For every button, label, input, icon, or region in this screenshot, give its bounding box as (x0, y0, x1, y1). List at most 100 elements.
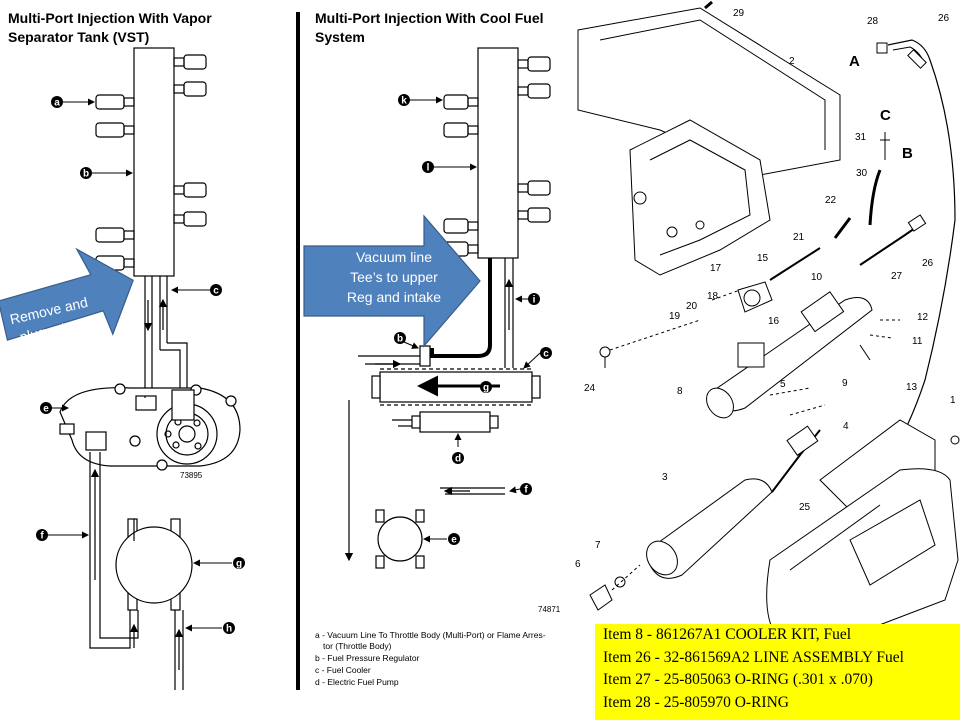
cool-figure-number: 74871 (538, 605, 561, 614)
svg-text:C: C (880, 107, 891, 124)
svg-text:8: 8 (677, 386, 683, 397)
cool-callout-c: c (540, 347, 552, 360)
vst-callout-a: a (51, 96, 63, 109)
vst-callouts (48, 98, 232, 632)
svg-text:tor (Throttle Body): tor (Throttle Body) (323, 641, 392, 651)
vst-title-line1: Multi-Port Injection With Vapor (8, 10, 212, 26)
vst-figure-number: 73895 (180, 471, 203, 480)
cool-fuel-rail (443, 47, 551, 368)
svg-text:17: 17 (710, 263, 722, 274)
cool-regulator-and-cooler (344, 345, 541, 569)
vacuum-line-arrow: Vacuum line Tee’s to upper Reg and intak… (303, 214, 481, 348)
vst-callout-c: c (210, 284, 222, 297)
vst-callout-h: h (223, 622, 235, 635)
svg-text:d - Electric Fuel Pump: d - Electric Fuel Pump (315, 677, 399, 687)
cool-title-line1: Multi-Port Injection With Cool Fuel (315, 10, 544, 26)
svg-text:l: l (427, 163, 430, 174)
svg-text:21: 21 (793, 232, 805, 243)
cool-callout-f: f (520, 483, 532, 496)
vst-callout-g: g (233, 557, 245, 570)
vst-callout-e: e (40, 402, 52, 415)
svg-text:5: 5 (780, 379, 786, 390)
item-26: Item 26 - 32-861569A2 LINE ASSEMBLY Fuel (603, 648, 904, 666)
svg-text:24: 24 (584, 383, 596, 394)
svg-text:26: 26 (938, 13, 950, 24)
svg-text:k: k (401, 96, 407, 107)
svg-text:b - Fuel Pressure Regulator: b - Fuel Pressure Regulator (315, 653, 420, 663)
vacuum-label-line2: Tee’s to upper (350, 269, 438, 285)
vst-fuel-rail (95, 47, 207, 398)
svg-text:g: g (236, 559, 242, 570)
svg-text:c: c (213, 286, 219, 297)
svg-text:11: 11 (912, 336, 923, 347)
svg-text:c: c (543, 349, 549, 360)
cool-fuel-panel: Multi-Port Injection With Cool Fuel Syst… (303, 10, 561, 687)
vacuum-label-line1: Vacuum line (356, 249, 432, 265)
svg-text:18: 18 (707, 291, 719, 302)
vacuum-line (430, 258, 492, 358)
vst-pump (89, 452, 193, 690)
item-27: Item 27 - 25-805063 O-RING (.301 x .070) (603, 671, 873, 688)
vacuum-label-line3: Reg and intake (347, 289, 441, 305)
vst-tank (59, 383, 241, 471)
vst-callout-f: f (36, 529, 48, 542)
cool-callout-d: d (452, 452, 464, 465)
cool-title-line2: System (315, 29, 365, 45)
svg-text:d: d (455, 454, 461, 465)
svg-text:29: 29 (733, 8, 745, 19)
svg-text:A: A (849, 53, 860, 70)
vst-panel: Multi-Port Injection With Vapor Separato… (0, 10, 245, 690)
cool-callout-g: g (480, 381, 492, 394)
cool-callout-k: k (398, 94, 410, 107)
item-8: Item 8 - 861267A1 COOLER KIT, Fuel (603, 626, 852, 643)
panel-divider (296, 12, 300, 690)
svg-text:12: 12 (917, 312, 929, 323)
svg-text:1: 1 (950, 395, 956, 406)
exploded-part-numbers: 29 28 26 2 31 30 22 21 26 17 15 18 10 27… (575, 8, 956, 570)
exploded-view (577, 0, 960, 641)
svg-text:6: 6 (575, 559, 581, 570)
item-28: Item 28 - 25-805970 O-RING (603, 693, 789, 711)
parts-item-list: Item 8 - 861267A1 COOLER KIT, Fuel Item … (595, 624, 960, 720)
svg-text:B: B (902, 145, 913, 162)
svg-text:b: b (83, 169, 89, 180)
svg-text:20: 20 (686, 301, 698, 312)
svg-text:9: 9 (842, 378, 848, 389)
remove-plug-return-arrow: Remove and plug return (0, 247, 134, 345)
svg-text:31: 31 (855, 132, 867, 143)
svg-text:30: 30 (856, 168, 868, 179)
svg-text:25: 25 (799, 502, 811, 513)
svg-text:c - Fuel Cooler: c - Fuel Cooler (315, 665, 371, 675)
svg-text:i: i (533, 295, 536, 306)
svg-text:22: 22 (825, 195, 837, 206)
svg-text:h: h (226, 624, 232, 635)
svg-text:28: 28 (867, 16, 879, 27)
svg-text:e: e (451, 535, 457, 546)
cool-callouts (403, 96, 541, 543)
svg-text:a: a (54, 98, 60, 109)
svg-text:26: 26 (922, 258, 934, 269)
svg-text:13: 13 (906, 382, 918, 393)
svg-text:a - Vacuum Line To Throttle Bo: a - Vacuum Line To Throttle Body (Multi-… (315, 630, 546, 640)
vst-title-line2: Separator Tank (VST) (8, 29, 149, 45)
svg-text:7: 7 (595, 540, 601, 551)
svg-text:19: 19 (669, 311, 681, 322)
svg-text:g: g (483, 383, 489, 394)
svg-text:2: 2 (789, 56, 795, 67)
cool-callout-e: e (448, 533, 460, 546)
svg-text:3: 3 (662, 472, 668, 483)
svg-text:27: 27 (891, 271, 903, 282)
svg-text:f: f (524, 485, 528, 496)
svg-text:10: 10 (811, 272, 823, 283)
exploded-letters: A C B (849, 53, 913, 162)
cool-callout-i: i (528, 293, 540, 306)
svg-text:16: 16 (768, 316, 780, 327)
cool-callout-b: b (394, 332, 406, 345)
cool-callout-l: l (422, 161, 434, 174)
svg-text:15: 15 (757, 253, 769, 264)
svg-text:b: b (397, 334, 403, 345)
vst-callout-b: b (80, 167, 92, 180)
svg-text:e: e (43, 404, 49, 415)
svg-text:4: 4 (843, 421, 849, 432)
